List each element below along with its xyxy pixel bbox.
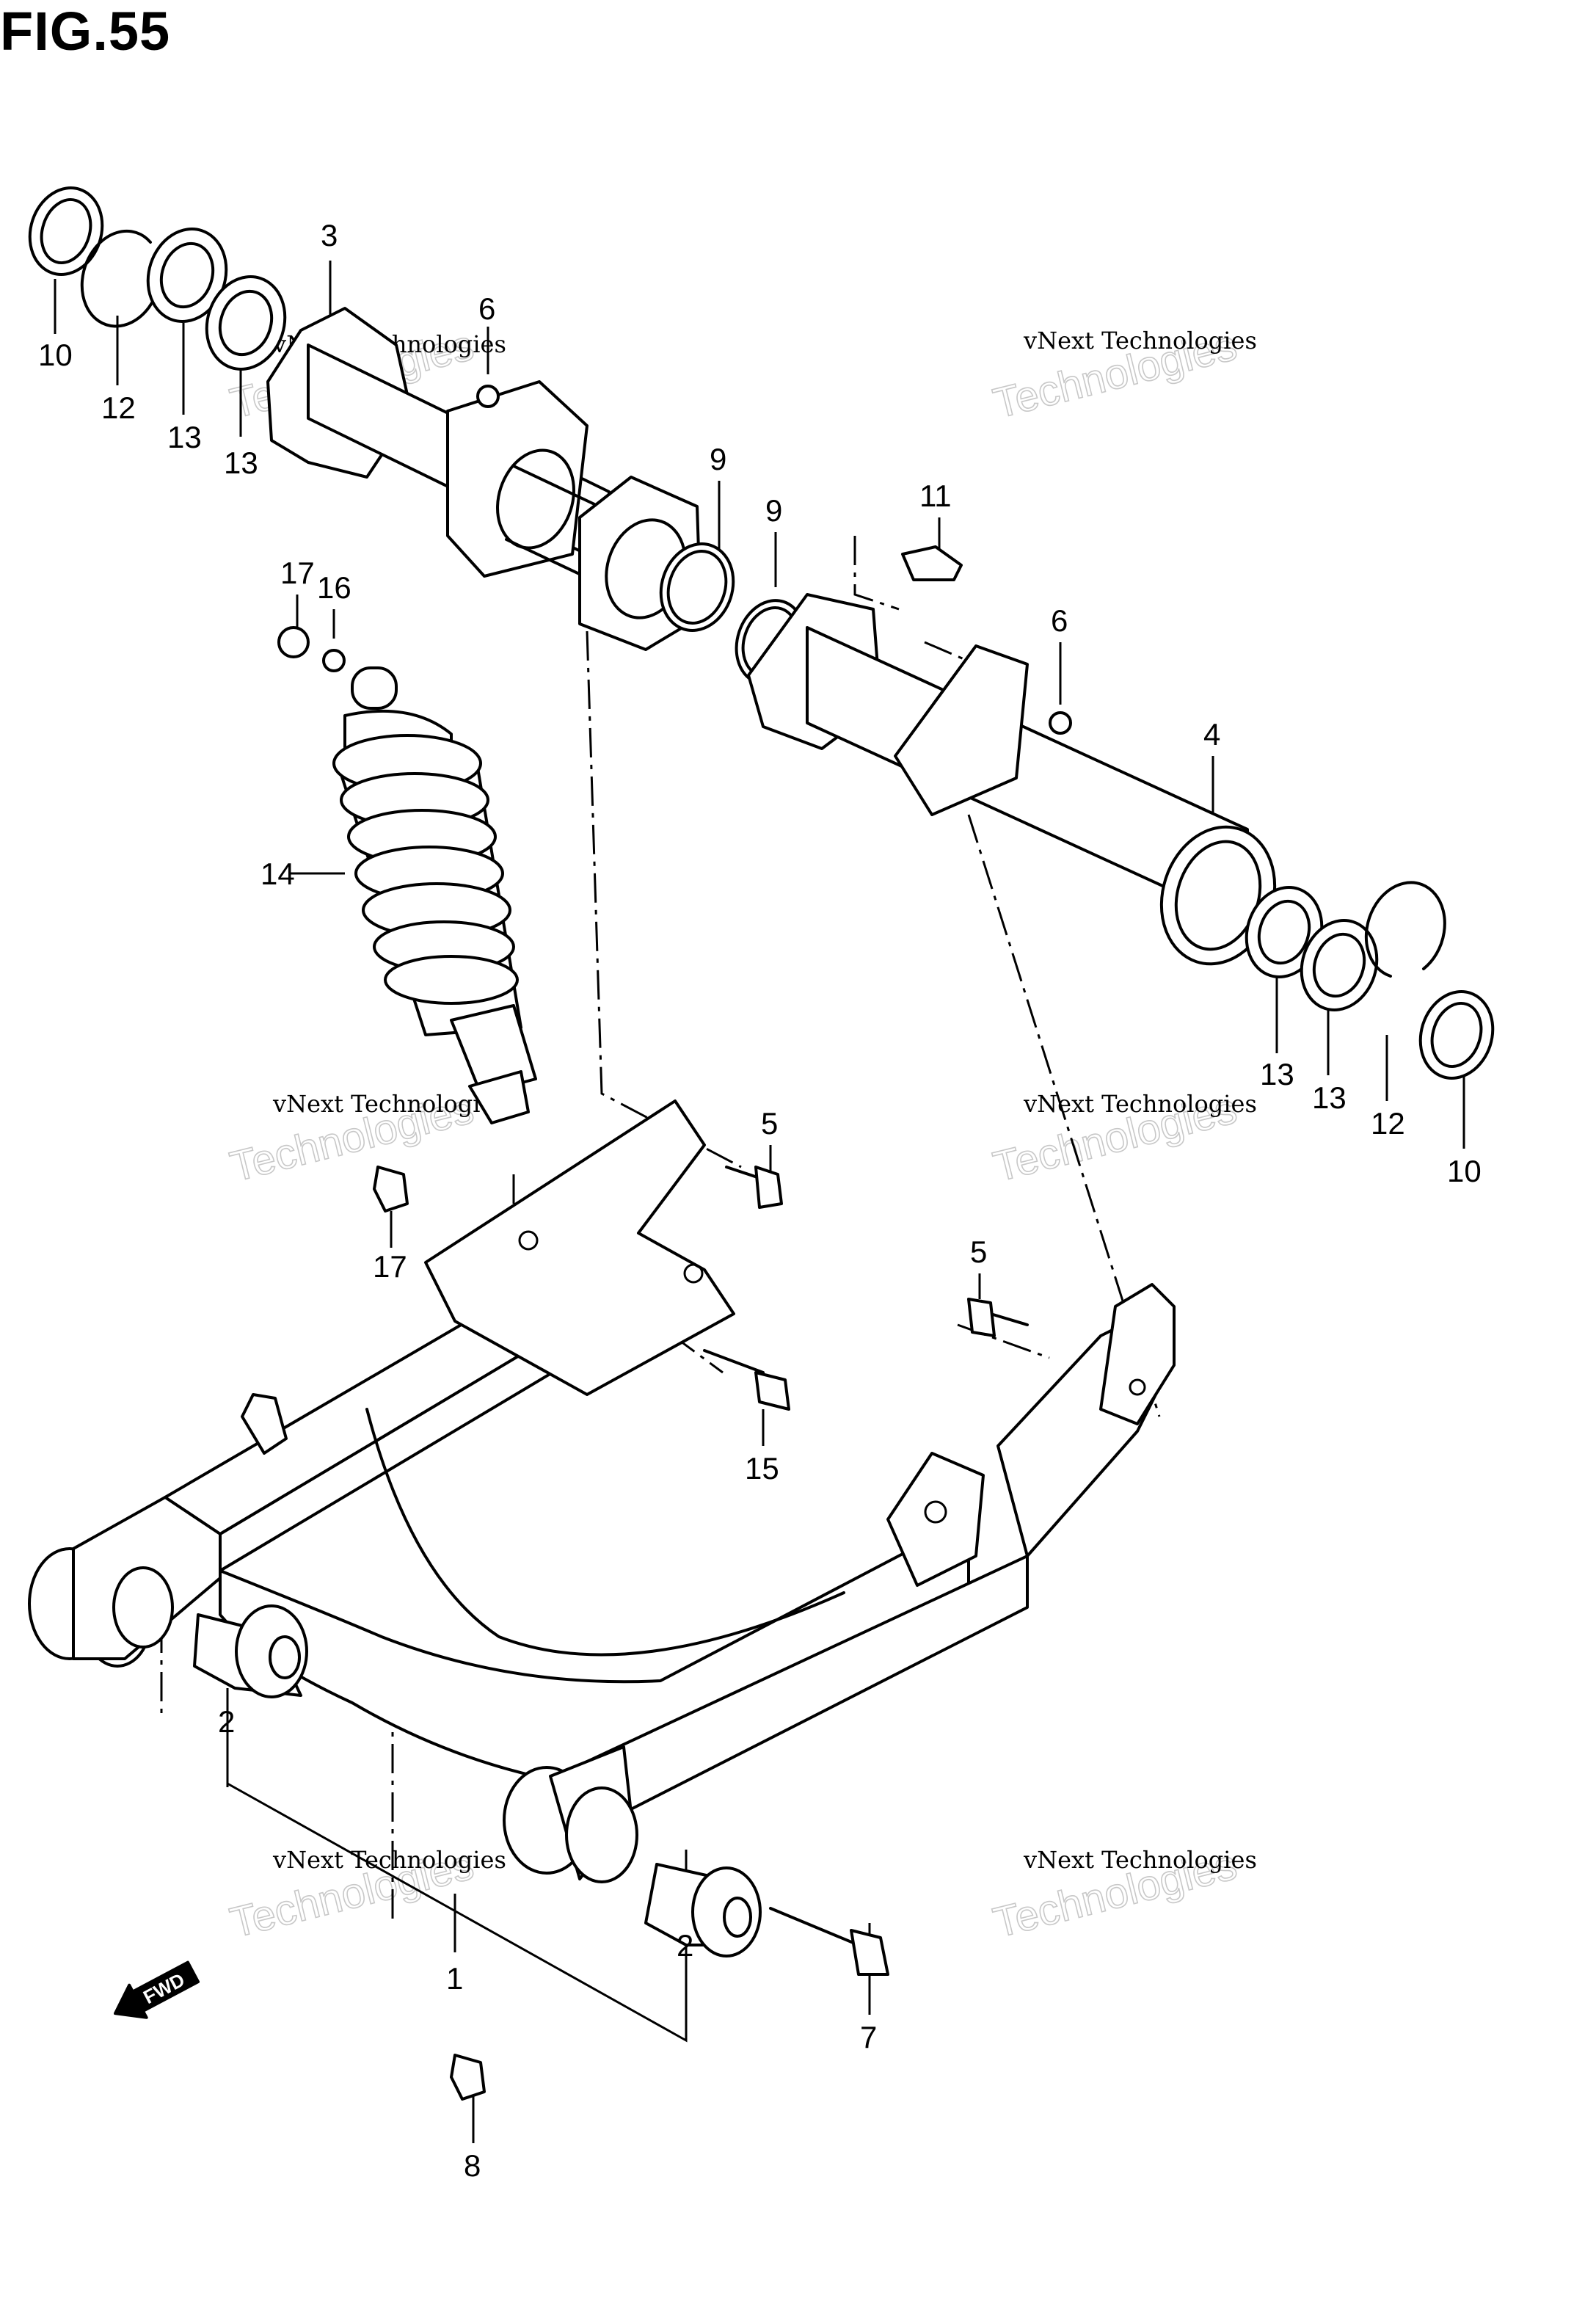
callout-label: 13 bbox=[167, 420, 202, 454]
callout-label: 16 bbox=[317, 570, 351, 605]
callout-label: 10 bbox=[38, 338, 73, 372]
nut-17-lower bbox=[373, 1166, 409, 1213]
watermark-6: Technologies vNext Technologies bbox=[988, 1840, 1257, 1948]
callout-label: 17 bbox=[280, 556, 315, 590]
callout-label: 10 bbox=[1447, 1154, 1482, 1188]
callout-label: 13 bbox=[224, 446, 258, 480]
callout-label: 6 bbox=[478, 291, 495, 326]
bolt-5-lower bbox=[967, 1298, 1029, 1337]
callout-label: 5 bbox=[761, 1106, 778, 1141]
watermark-5: Technologies vNext Technologies bbox=[225, 1840, 506, 1948]
watermark-3: Technologies vNext Technologies bbox=[225, 1084, 506, 1192]
callout-label: 13 bbox=[1312, 1080, 1347, 1115]
callout-label: 2 bbox=[677, 1928, 693, 1963]
watermark-small-text: vNext Technologies bbox=[272, 1090, 506, 1118]
callout-label: 9 bbox=[710, 442, 726, 476]
callout-label: 12 bbox=[101, 390, 136, 425]
callout-label: 4 bbox=[1203, 717, 1220, 752]
shock-absorber bbox=[277, 626, 537, 1124]
spring-coils bbox=[332, 734, 519, 1005]
swing-arm bbox=[28, 1099, 1176, 1883]
callout-label: 17 bbox=[373, 1249, 407, 1284]
callout-label: 3 bbox=[321, 218, 338, 252]
watermark-small-text: vNext Technologies bbox=[1023, 1090, 1257, 1118]
callout-label: 11 bbox=[919, 479, 952, 513]
callout-label: 6 bbox=[1051, 603, 1068, 638]
callout-label: 5 bbox=[970, 1235, 987, 1269]
callouts: 10 12 13 13 3 6 9 9 11 6 4 17 16 14 13 1… bbox=[38, 218, 1482, 2183]
callout-label: 15 bbox=[745, 1451, 779, 1486]
callout-label: 2 bbox=[218, 1704, 235, 1739]
fwd-arrow: FWD bbox=[114, 1960, 200, 2019]
bolt-7 bbox=[769, 1907, 889, 1976]
watermark-small-text: vNext Technologies bbox=[272, 1846, 506, 1874]
bolt-15 bbox=[703, 1349, 790, 1411]
fasteners bbox=[373, 1166, 1029, 2101]
callout-label: 9 bbox=[765, 493, 782, 528]
bolt-5-upper bbox=[725, 1166, 783, 1209]
axle-housing-right bbox=[735, 545, 1495, 1080]
watermark-small-text: vNext Technologies bbox=[1023, 1846, 1257, 1874]
callout-label: 1 bbox=[446, 1961, 463, 1996]
bushings bbox=[193, 1604, 762, 1957]
watermark-small-text: vNext Technologies bbox=[1023, 327, 1257, 355]
axle-housing-left bbox=[28, 186, 735, 651]
callout-label: 14 bbox=[260, 857, 295, 891]
watermark-4: Technologies vNext Technologies bbox=[988, 1084, 1257, 1192]
callout-label: 12 bbox=[1371, 1106, 1405, 1141]
figure-title: FIG.55 bbox=[0, 1, 171, 62]
callout-label: 8 bbox=[464, 2148, 481, 2183]
callout-label: 7 bbox=[860, 2020, 877, 2054]
nut-8 bbox=[450, 2054, 486, 2101]
callout-label: 13 bbox=[1260, 1057, 1294, 1091]
watermark-2: Technologies vNext Technologies bbox=[988, 321, 1257, 429]
